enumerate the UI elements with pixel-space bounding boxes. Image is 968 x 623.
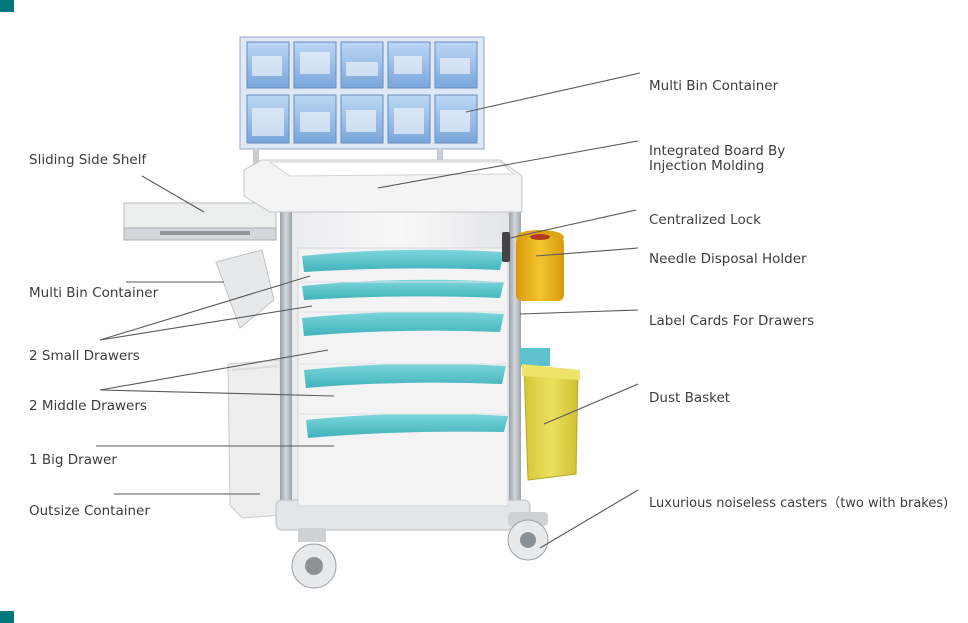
label-centralized-lock: Centralized Lock [649, 212, 761, 228]
dust-basket [520, 348, 580, 481]
label-middle-drawers: 2 Middle Drawers [29, 398, 147, 414]
casters [291, 512, 549, 589]
drawers [297, 247, 509, 507]
corner-mark-bottom [0, 611, 14, 623]
label-small-drawers: 2 Small Drawers [29, 348, 140, 364]
label-multi-bin-container-right: Multi Bin Container [649, 78, 779, 94]
label-label-cards: Label Cards For Drawers [649, 313, 815, 329]
outsize-container [227, 359, 283, 519]
centralized-lock-shape [502, 232, 510, 262]
label-dust-basket: Dust Basket [649, 390, 731, 406]
top-bin-rack [239, 36, 485, 168]
corner-mark-top [0, 0, 14, 12]
sliding-side-shelf [123, 202, 277, 241]
side-bin-left [215, 249, 275, 329]
needle-disposal-holder [516, 230, 564, 301]
leader-lines [96, 72, 641, 549]
label-multi-bin-container-left: Multi Bin Container [29, 285, 159, 301]
label-outsize-container: Outsize Container [29, 503, 150, 519]
label-big-drawer: 1 Big Drawer [29, 452, 117, 468]
label-sliding-side-shelf: Sliding Side Shelf [29, 152, 147, 168]
label-casters: Luxurious noiseless casters（two with bra… [649, 496, 949, 511]
label-integrated-board: Integrated Board By Injection Molding [649, 143, 786, 174]
label-needle-disposal-holder: Needle Disposal Holder [649, 251, 807, 267]
